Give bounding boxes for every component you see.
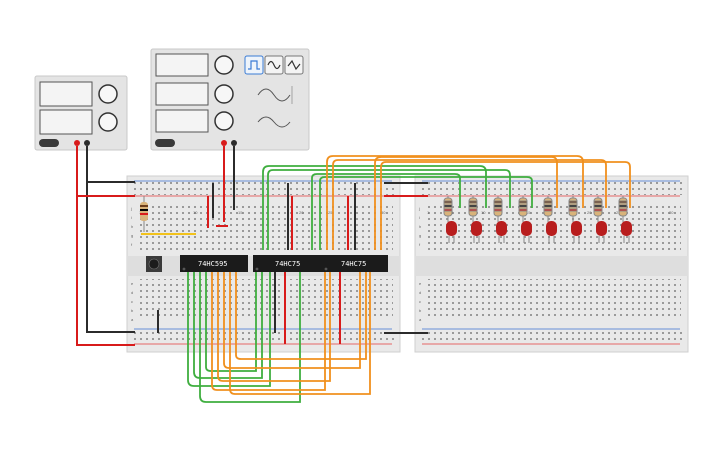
- power-supply[interactable]: [34, 75, 128, 151]
- green-wire: [205, 272, 257, 372]
- positive-terminal[interactable]: [74, 140, 80, 146]
- row-letter: i: [419, 215, 420, 220]
- triangle-wave-icon[interactable]: [284, 55, 304, 75]
- row-letter: h: [419, 224, 421, 229]
- frequency-display: [155, 53, 209, 77]
- column-number: 15: [238, 210, 243, 215]
- amplitude-knob[interactable]: [214, 84, 234, 104]
- current-knob[interactable]: [98, 112, 118, 132]
- row-letter: e: [419, 281, 422, 286]
- led[interactable]: [596, 221, 607, 243]
- orange-wires[interactable]: [211, 155, 631, 395]
- green-wire: [187, 272, 271, 387]
- row-letter: i: [131, 215, 132, 220]
- green-wire: [199, 272, 301, 403]
- orange-wire: [374, 156, 558, 250]
- row-letter: g: [419, 233, 421, 238]
- waveform-preview-lower: [257, 116, 291, 128]
- amplitude-display: [155, 82, 209, 106]
- row-letter: b: [131, 308, 134, 313]
- waveform-preview-upper: [257, 88, 291, 102]
- column-number: 10: [193, 210, 198, 215]
- resistor-pullup[interactable]: [140, 196, 148, 232]
- orange-wire: [332, 159, 607, 250]
- column-number: 10: [481, 210, 486, 215]
- row-letter: j: [130, 206, 132, 211]
- orange-wire: [229, 272, 371, 395]
- row-letter: d: [131, 290, 133, 295]
- column-number: 5: [163, 210, 166, 215]
- row-letter: f: [419, 242, 421, 247]
- power-wires[interactable]: [76, 146, 428, 346]
- led[interactable]: [546, 221, 557, 243]
- frequency-knob[interactable]: [214, 55, 234, 75]
- square-wave-icon[interactable]: [244, 55, 264, 75]
- row-letter: e: [131, 281, 134, 286]
- row-letter: d: [419, 290, 421, 295]
- led[interactable]: [496, 221, 507, 243]
- short-jumpers[interactable]: [141, 183, 356, 344]
- chip-74hc75-a[interactable]: 74HC75: [253, 255, 330, 272]
- led[interactable]: [521, 221, 532, 243]
- chip-74hc595[interactable]: 74HC595: [180, 255, 248, 272]
- column-number: 25: [328, 210, 333, 215]
- row-letter: a: [419, 317, 422, 322]
- offset-display: [155, 109, 209, 133]
- function-generator[interactable]: [150, 48, 310, 151]
- chip-label: 74HC75: [275, 260, 300, 268]
- row-letter: h: [131, 224, 133, 229]
- led[interactable]: [446, 221, 457, 243]
- column-number: 30: [381, 210, 386, 215]
- row-letter: c: [419, 299, 421, 304]
- column-number: 30: [669, 210, 674, 215]
- chip-74hc75-b[interactable]: 74HC75: [322, 255, 388, 272]
- green-wire: [319, 176, 533, 250]
- led[interactable]: [571, 221, 582, 243]
- row-letter: b: [419, 308, 422, 313]
- orange-wire: [217, 272, 331, 382]
- orange-wire: [223, 272, 361, 369]
- power-switch[interactable]: [39, 139, 59, 147]
- chip-label: 74HC75: [341, 260, 366, 268]
- voltage-display: [39, 81, 93, 107]
- column-number: 20: [587, 210, 592, 215]
- led[interactable]: [471, 221, 482, 243]
- orange-wire: [380, 161, 631, 250]
- row-labels-left: j i h g f e d c b a: [130, 206, 134, 322]
- red-supply-wire: [76, 146, 135, 346]
- current-display: [39, 109, 93, 135]
- generator-power-switch[interactable]: [155, 139, 175, 147]
- resistor-array[interactable]: [443, 196, 628, 222]
- column-number: 15: [526, 210, 531, 215]
- generator-positive-terminal[interactable]: [221, 140, 227, 146]
- voltage-knob[interactable]: [98, 84, 118, 104]
- green-wire: [267, 169, 511, 250]
- chip-label: 74HC595: [198, 260, 228, 268]
- row-labels-right: j i h g f e d c b a: [418, 206, 422, 322]
- orange-wire: [235, 272, 367, 360]
- offset-knob[interactable]: [214, 111, 234, 131]
- generator-negative-terminal[interactable]: [231, 140, 237, 146]
- breadboard-right[interactable]: [414, 175, 689, 353]
- column-number: 1: [427, 210, 430, 215]
- row-letter: j: [418, 206, 420, 211]
- row-letter: g: [131, 233, 133, 238]
- row-letter: c: [131, 299, 133, 304]
- row-letter: f: [131, 242, 133, 247]
- negative-terminal[interactable]: [84, 140, 90, 146]
- led[interactable]: [621, 221, 632, 243]
- black-supply-wire: [86, 146, 135, 333]
- column-number: 20: [299, 210, 304, 215]
- sine-wave-icon[interactable]: [264, 55, 284, 75]
- led-array[interactable]: [446, 221, 632, 243]
- orange-wire: [211, 272, 326, 391]
- row-letter: a: [131, 317, 134, 322]
- push-button[interactable]: [146, 256, 162, 272]
